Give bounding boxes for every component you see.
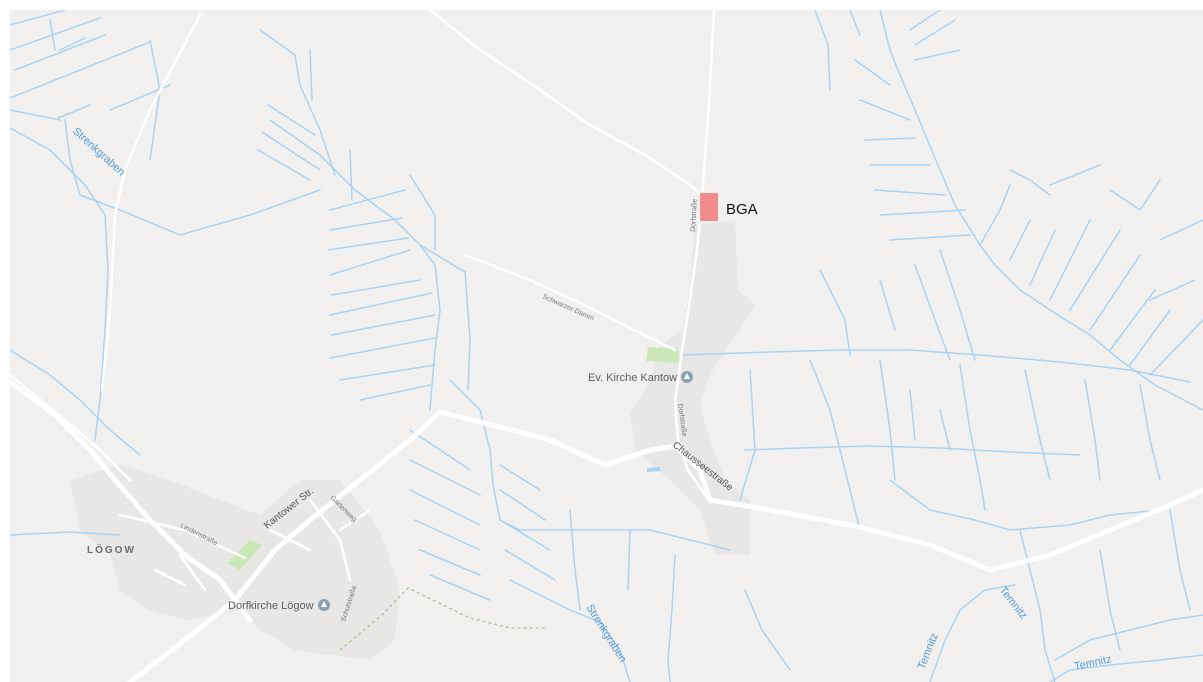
street-label-dorfstrasse-north: Dorfstraße [690, 199, 699, 232]
poi-label-church-kantow[interactable]: Ev. Kirche Kantow [588, 372, 677, 384]
road-dorfstrasse-north [673, 10, 716, 402]
waterway-label-temnitz-3: Temnitz [1073, 653, 1113, 673]
park-loegow [227, 540, 262, 570]
waterway-label-strenkgraben-south: Strenkgraben [583, 602, 628, 664]
place-of-worship-icon[interactable] [681, 371, 693, 383]
bga-site-marker[interactable] [700, 193, 718, 221]
street-label-dorfstrasse-south: Dorfstraße [676, 403, 688, 437]
main-roads [10, 379, 1203, 682]
road-chausseestrasse [127, 409, 1203, 682]
map-view[interactable]: BGA Ev. Kirche Kantow Dorfkirche Lögow L… [10, 10, 1203, 682]
road-northwest [100, 13, 202, 392]
road-schwarzer-damm [463, 253, 677, 352]
waterway-label-temnitz-2: Temnitz [997, 584, 1030, 621]
place-label-loegow: LÖGOW [87, 543, 136, 556]
map-canvas[interactable]: BGA Ev. Kirche Kantow Dorfkirche Lögow L… [10, 10, 1203, 682]
bga-label: BGA [726, 201, 758, 218]
poi-label-church-loegow[interactable]: Dorfkirche Lögow [228, 600, 314, 612]
waterway-label-temnitz-1: Temnitz [916, 631, 941, 671]
road-north-diagonal [428, 10, 704, 197]
place-of-worship-icon[interactable] [318, 599, 330, 611]
park-kantow [646, 347, 679, 363]
waterways [10, 10, 1203, 682]
built-area-kantow [630, 220, 755, 555]
road-loegow-village [10, 379, 253, 623]
pond [647, 467, 660, 472]
footpath [339, 587, 545, 651]
waterway-label-strenkgraben-north: Strenkgraben [70, 125, 127, 178]
